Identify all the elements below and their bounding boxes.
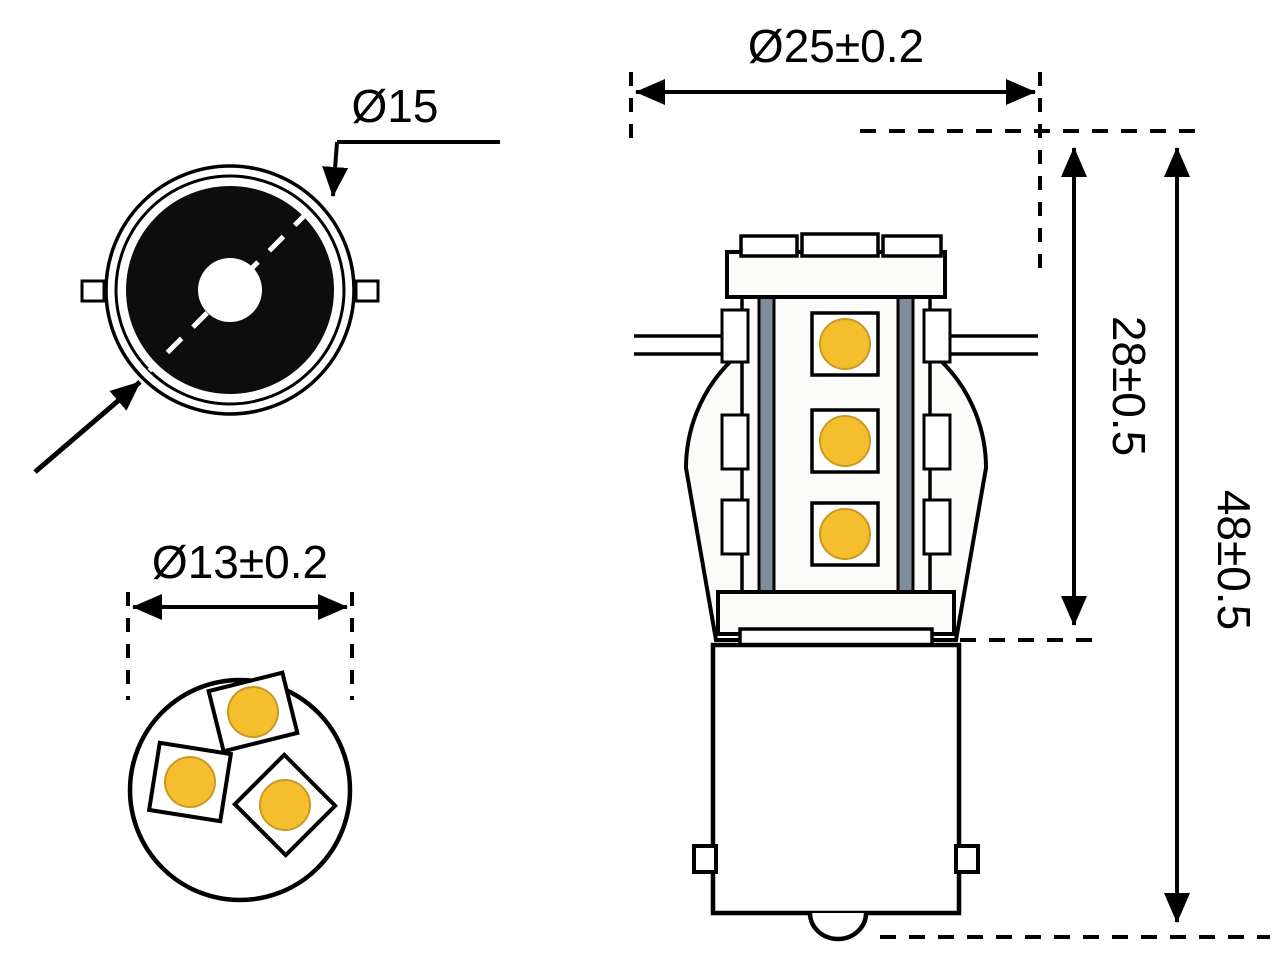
leader-diagonal-arrow [322,141,349,197]
diameter-15-label: Ø15 [352,80,439,132]
led-chip-bottom-right-emitter [259,779,311,831]
support-bar-right [896,279,915,603]
side-led-left-top [720,308,750,364]
side-led-left-middle [720,413,750,471]
overall-height-label: 48±0.5 [1208,490,1260,630]
base-diagonal-centerline [140,200,320,380]
front-led-top [810,311,880,377]
led-module-top-plate [725,250,947,299]
top-cap-segment-right [881,234,943,258]
base-pin-right [954,844,980,874]
top-cap-segment-left [739,234,799,258]
side-led-right-top [922,308,952,364]
side-elevation-view: Ø25±0.2 [629,20,1270,942]
bayonet-pin-right [354,279,380,303]
diameter-15-leader [322,140,500,197]
diameter-25-label: Ø25±0.2 [748,20,924,72]
led-chip-left-emitter [164,756,216,808]
led-chip-bottom-right [231,751,339,859]
front-led-middle-emitter [819,415,871,467]
led-chip-left [146,740,234,824]
base-pin-left [692,844,718,874]
bayonet-base-body [710,642,962,916]
front-led-top-emitter [819,318,871,370]
led-end-view: Ø13±0.2 [126,536,354,903]
support-bar-left [757,279,776,603]
front-led-bottom [810,501,880,567]
base-center-contact [807,912,869,942]
side-led-left-bottom [720,498,750,556]
diameter-13-label: Ø13±0.2 [152,536,328,588]
bayonet-pin-left [80,279,106,303]
base-end-view: Ø15 [33,80,500,474]
front-led-middle [810,408,880,474]
base-flange-pointer-arrow [33,380,142,474]
side-led-right-middle [922,413,952,471]
front-led-bottom-emitter [819,508,871,560]
led-chip-top [206,670,300,754]
led-chip-top-emitter [227,686,279,738]
top-cap-segment-center [800,232,880,258]
base-centerline-group [140,200,320,380]
side-led-right-bottom [922,498,952,556]
led-section-height-label: 28±0.5 [1103,316,1155,456]
